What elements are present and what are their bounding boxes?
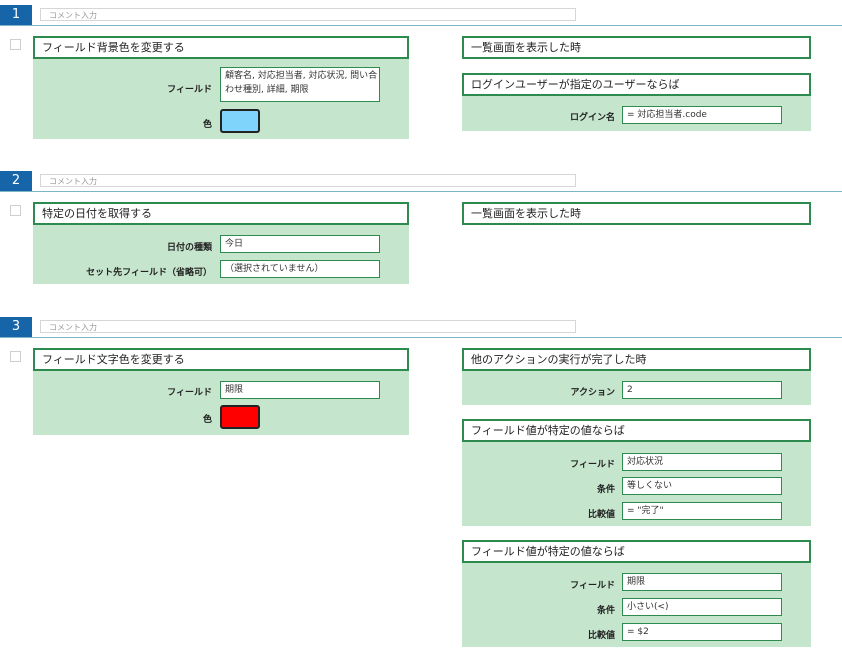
rule-checkbox[interactable] — [10, 205, 21, 216]
compare-value-input[interactable]: = "完了" — [622, 502, 782, 520]
login-label: ログイン名 — [569, 113, 615, 123]
action-block: フィールド文字色を変更する フィールド 期限 色 — [33, 348, 409, 435]
action-title[interactable]: フィールド背景色を変更する — [33, 36, 409, 59]
trigger-title[interactable]: 一覧画面を表示した時 — [462, 202, 811, 225]
compare-label: 比較値 — [587, 510, 615, 520]
rule-separator — [0, 337, 842, 338]
condition-label: 条件 — [596, 606, 615, 616]
condition-block: フィールド値が特定の値ならば フィールド 対応状況 条件 等しくない 比較値 =… — [462, 419, 811, 526]
field-label: フィールド — [167, 388, 212, 398]
field-select[interactable]: 顧客名, 対応担当者, 対応状況, 問い合わせ種別, 詳細, 期限 — [220, 67, 380, 102]
condition-label: 条件 — [596, 485, 615, 495]
color-label: 色 — [202, 120, 212, 130]
action-title[interactable]: 特定の日付を取得する — [33, 202, 409, 225]
rule-number: 1 — [0, 5, 32, 25]
rule-number: 2 — [0, 171, 32, 191]
comment-input[interactable]: コメント入力 — [40, 320, 576, 333]
field-select[interactable]: 期限 — [220, 381, 380, 399]
login-field[interactable]: = 対応担当者.code — [622, 106, 782, 124]
color-swatch[interactable] — [220, 405, 260, 429]
condition-select[interactable]: 等しくない — [622, 477, 782, 495]
rule-checkbox[interactable] — [10, 351, 21, 362]
target-field-select[interactable]: （選択されていません） — [220, 260, 380, 278]
action-label: アクション — [570, 388, 615, 398]
date-type-label: 日付の種類 — [166, 243, 212, 253]
condition-title[interactable]: フィールド値が特定の値ならば — [462, 540, 811, 563]
rule-checkbox[interactable] — [10, 39, 21, 50]
action-select[interactable]: 2 — [622, 381, 782, 399]
trigger-block: 一覧画面を表示した時 — [462, 202, 811, 225]
rule-number: 3 — [0, 317, 32, 337]
trigger-block: 他のアクションの実行が完了した時 アクション 2 — [462, 348, 811, 405]
field-select[interactable]: 対応状況 — [622, 453, 782, 471]
rule-separator — [0, 191, 842, 192]
color-label: 色 — [202, 415, 212, 425]
date-type-select[interactable]: 今日 — [220, 235, 380, 253]
comment-input[interactable]: コメント入力 — [40, 174, 576, 187]
condition-select[interactable]: 小さい(<) — [622, 598, 782, 616]
condition-block: ログインユーザーが指定のユーザーならば ログイン名 = 対応担当者.code — [462, 73, 811, 131]
trigger-title[interactable]: 他のアクションの実行が完了した時 — [462, 348, 811, 371]
field-select[interactable]: 期限 — [622, 573, 782, 591]
field-label: フィールド — [570, 460, 615, 470]
comment-input[interactable]: コメント入力 — [40, 8, 576, 21]
trigger-block: 一覧画面を表示した時 — [462, 36, 811, 59]
condition-title[interactable]: ログインユーザーが指定のユーザーならば — [462, 73, 811, 96]
condition-block: フィールド値が特定の値ならば フィールド 期限 条件 小さい(<) 比較値 = … — [462, 540, 811, 647]
color-swatch[interactable] — [220, 109, 260, 133]
trigger-title[interactable]: 一覧画面を表示した時 — [462, 36, 811, 59]
field-label: フィールド — [570, 581, 615, 591]
target-field-label: セット先フィールド（省略可） — [86, 268, 212, 278]
compare-label: 比較値 — [587, 631, 615, 641]
field-label: フィールド — [167, 85, 212, 95]
action-title[interactable]: フィールド文字色を変更する — [33, 348, 409, 371]
rule-separator — [0, 25, 842, 26]
action-block: フィールド背景色を変更する フィールド 顧客名, 対応担当者, 対応状況, 問い… — [33, 36, 409, 139]
action-block: 特定の日付を取得する 日付の種類 今日 セット先フィールド（省略可） （選択され… — [33, 202, 409, 284]
condition-title[interactable]: フィールド値が特定の値ならば — [462, 419, 811, 442]
compare-value-input[interactable]: = $2 — [622, 623, 782, 641]
